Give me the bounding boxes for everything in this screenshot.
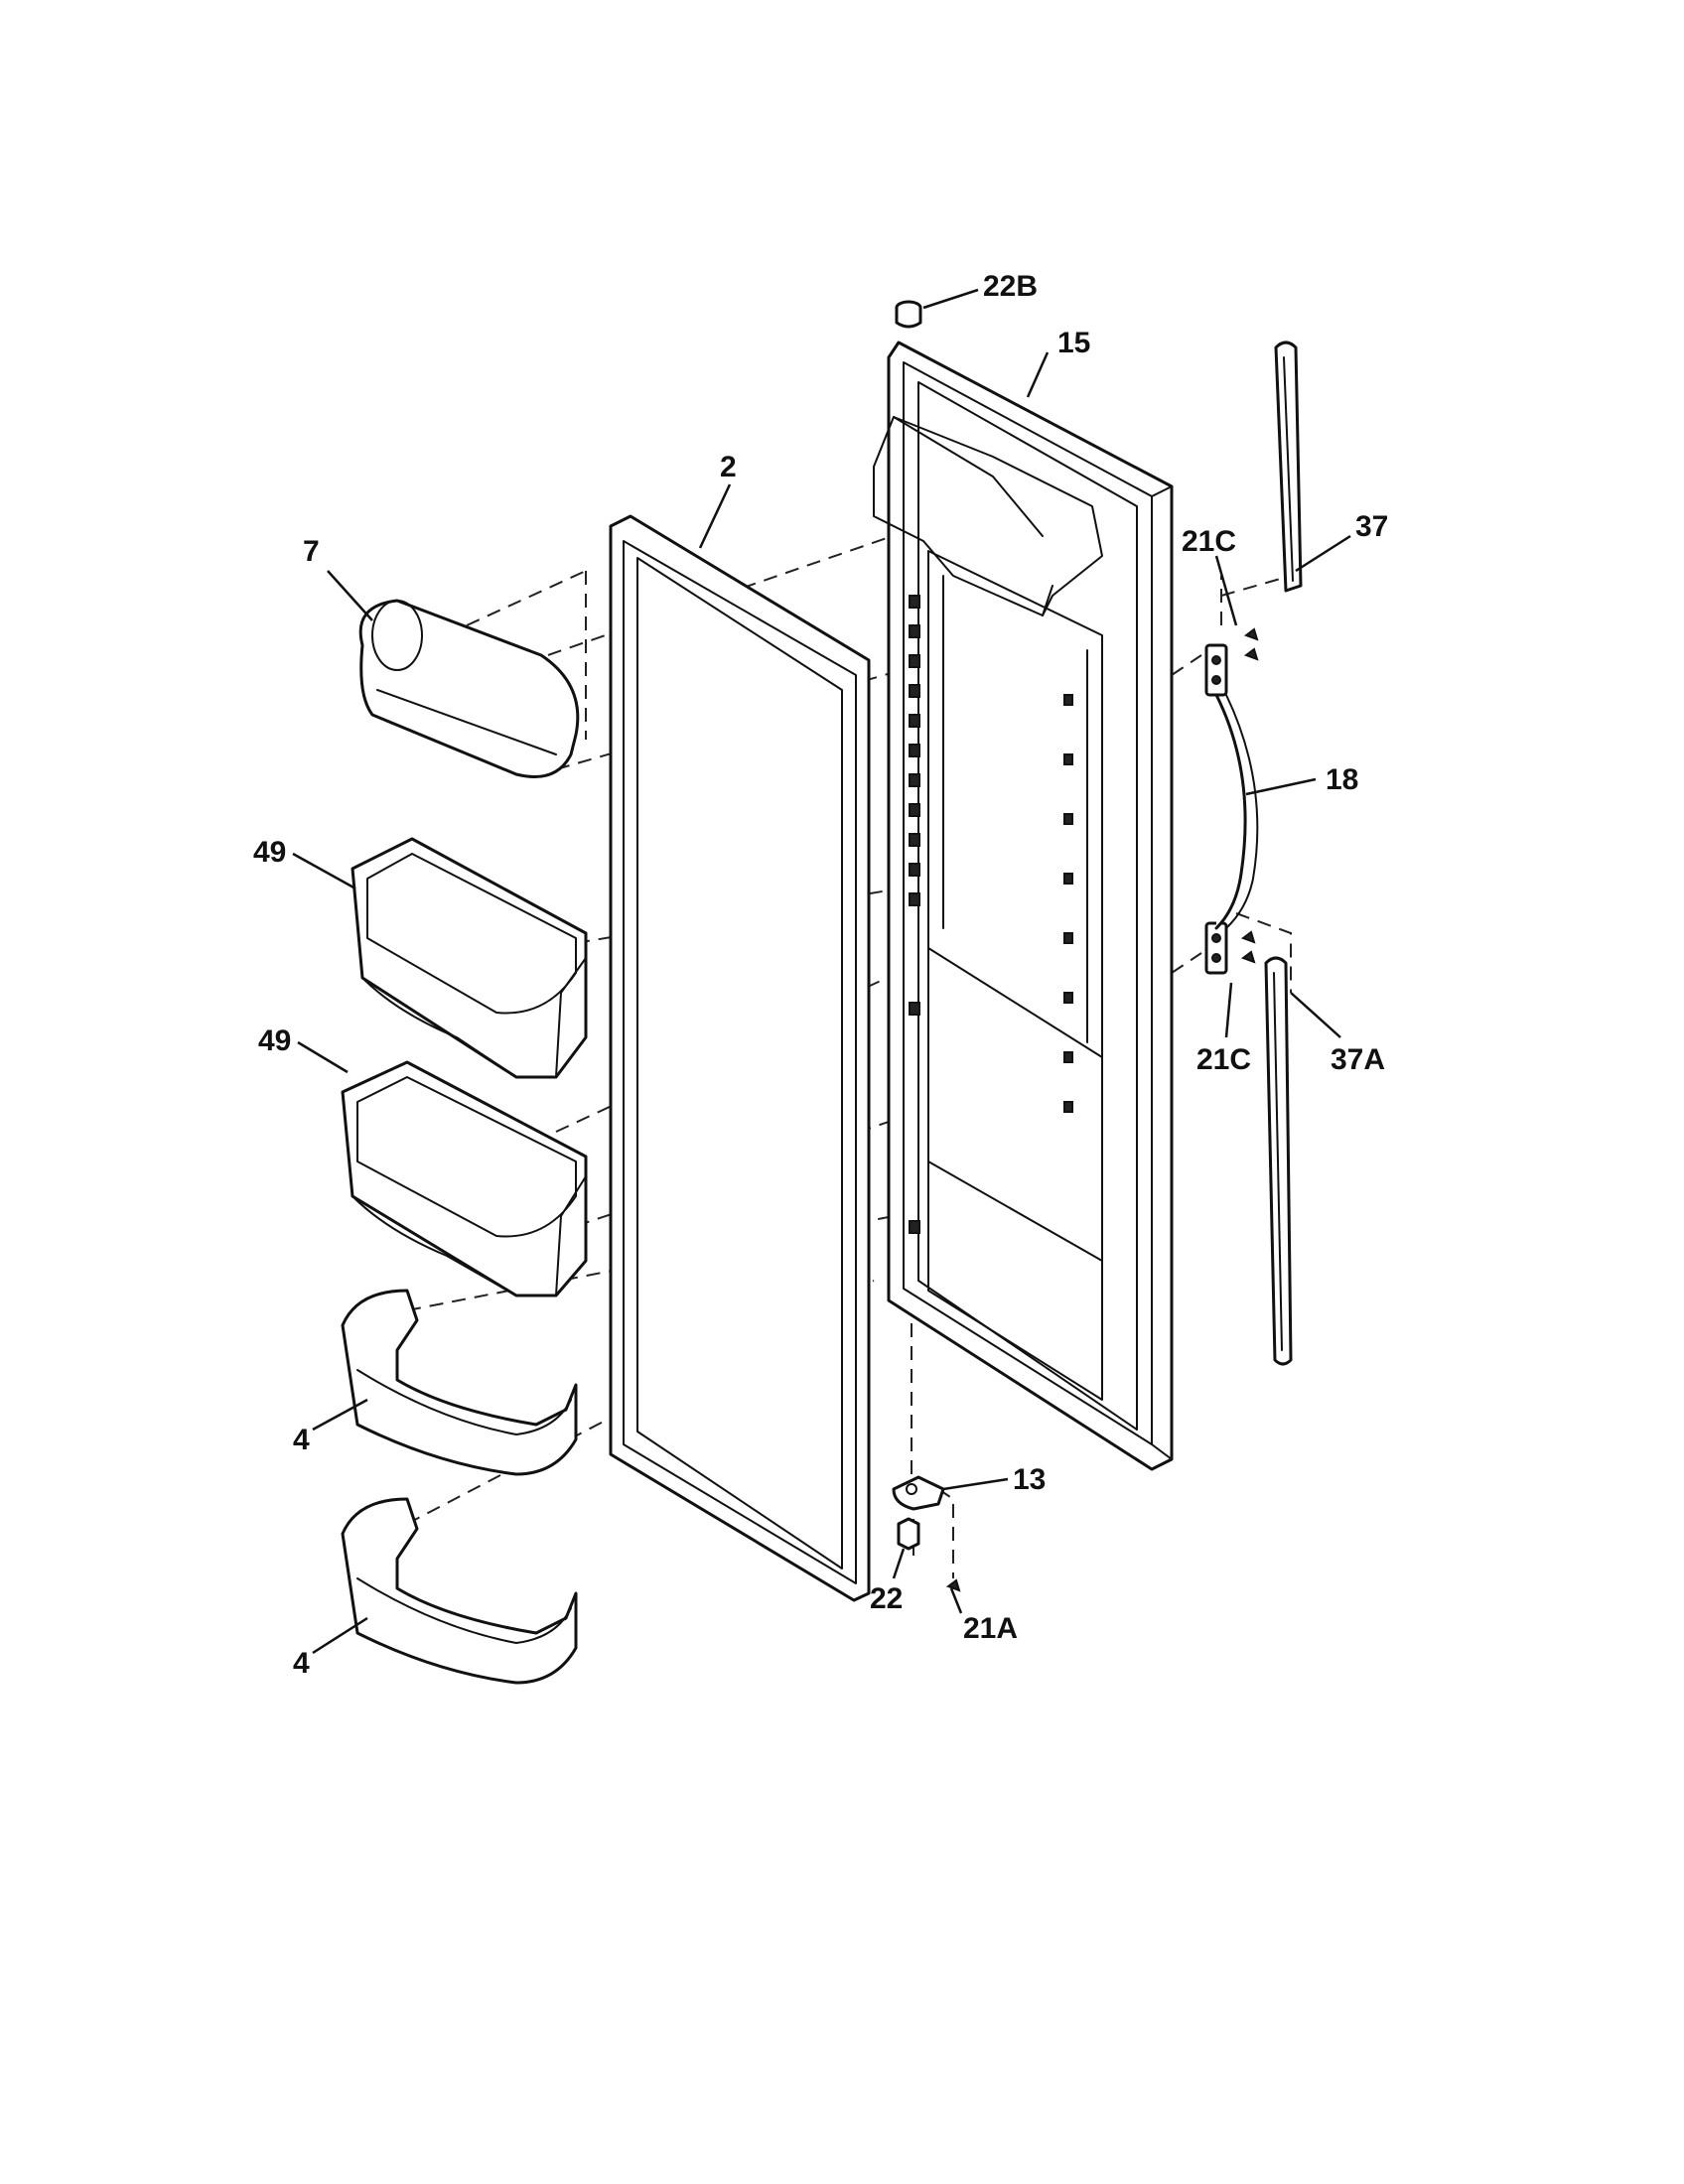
callout-49-top: 49 <box>253 836 286 869</box>
leader-lines <box>292 288 1351 1655</box>
callout-4-bottom: 4 <box>293 1647 310 1680</box>
callout-22b: 22B <box>983 270 1038 303</box>
callout-37: 37 <box>1355 510 1388 543</box>
callout-21c-top: 21C <box>1182 525 1236 558</box>
handle-trim-upper-part <box>1274 341 1303 593</box>
hinge-bushing-part-bottom <box>897 1517 920 1551</box>
door-bin-part-upper <box>351 837 588 1079</box>
hinge-bushing-part-top <box>895 300 922 329</box>
callout-7: 7 <box>303 535 320 568</box>
screw-part-21c <box>1240 627 1259 964</box>
door-shelf-part-lower <box>341 1497 578 1685</box>
callout-18: 18 <box>1326 763 1358 796</box>
dairy-door-part <box>358 599 580 778</box>
door-assembly-part <box>873 341 1174 1471</box>
callout-labels: 22B 15 2 7 37 21C 18 49 49 21C 37A 4 4 1… <box>253 270 1388 1680</box>
door-handle-part <box>1204 643 1259 975</box>
door-shelf-part-upper <box>341 1289 578 1476</box>
door-bin-part-lower <box>341 1060 588 1297</box>
callout-22: 22 <box>870 1582 903 1615</box>
callout-37a: 37A <box>1331 1043 1385 1076</box>
callout-13: 13 <box>1013 1463 1046 1496</box>
shelf-pegs <box>909 595 1073 1234</box>
callout-2: 2 <box>720 451 737 483</box>
callout-21a: 21A <box>963 1612 1018 1645</box>
callout-15: 15 <box>1057 327 1090 359</box>
screw-part-21a <box>945 1578 961 1592</box>
callout-4-top: 4 <box>293 1424 310 1456</box>
callout-49-bottom: 49 <box>258 1024 291 1057</box>
callout-21c-bottom: 21C <box>1196 1043 1251 1076</box>
handle-trim-lower-part <box>1264 956 1293 1366</box>
bottom-hinge-part <box>892 1475 945 1511</box>
door-gasket-part <box>609 514 871 1602</box>
